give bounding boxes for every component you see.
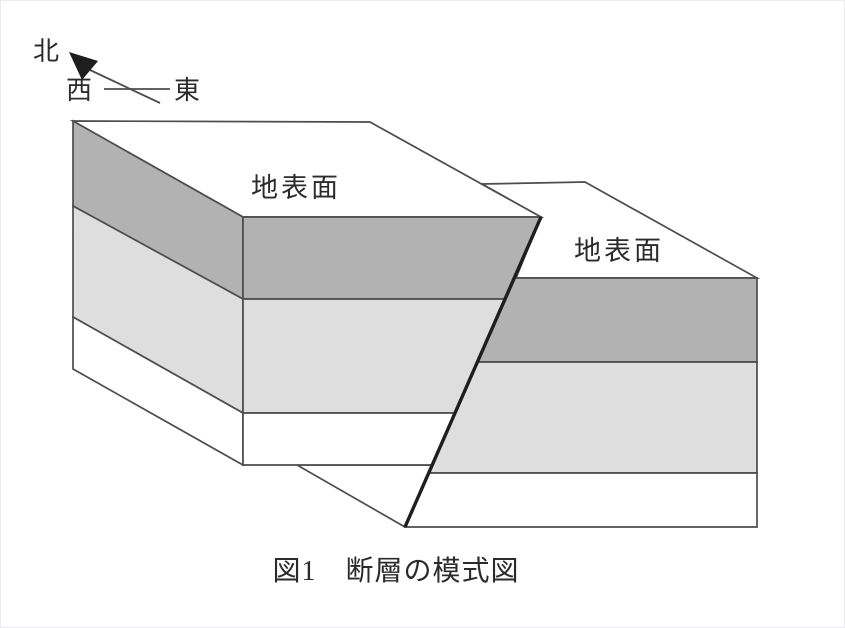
compass-east-label: 東 xyxy=(174,76,202,105)
left-block-front-layer-white xyxy=(242,412,457,466)
left-block-front-layer-dark xyxy=(242,216,543,300)
right-block-front-layer-white xyxy=(403,472,758,528)
right-block-surface-label: 地表面 xyxy=(574,236,664,266)
north-arrow-icon xyxy=(69,52,98,80)
right-block-front-layer-dark xyxy=(476,277,758,363)
compass-north-label: 北 xyxy=(33,37,61,66)
left-block-surface-label: 地表面 xyxy=(251,173,341,203)
figure-caption: 図1 断層の模式図 xyxy=(272,555,519,587)
fault-line xyxy=(403,216,543,528)
compass-north-axis-line xyxy=(89,69,161,104)
right-block-front-layer-light xyxy=(427,361,758,474)
right-block xyxy=(403,181,761,528)
compass: 北 西 東 xyxy=(33,37,202,105)
compass-west-label: 西 xyxy=(66,76,94,105)
